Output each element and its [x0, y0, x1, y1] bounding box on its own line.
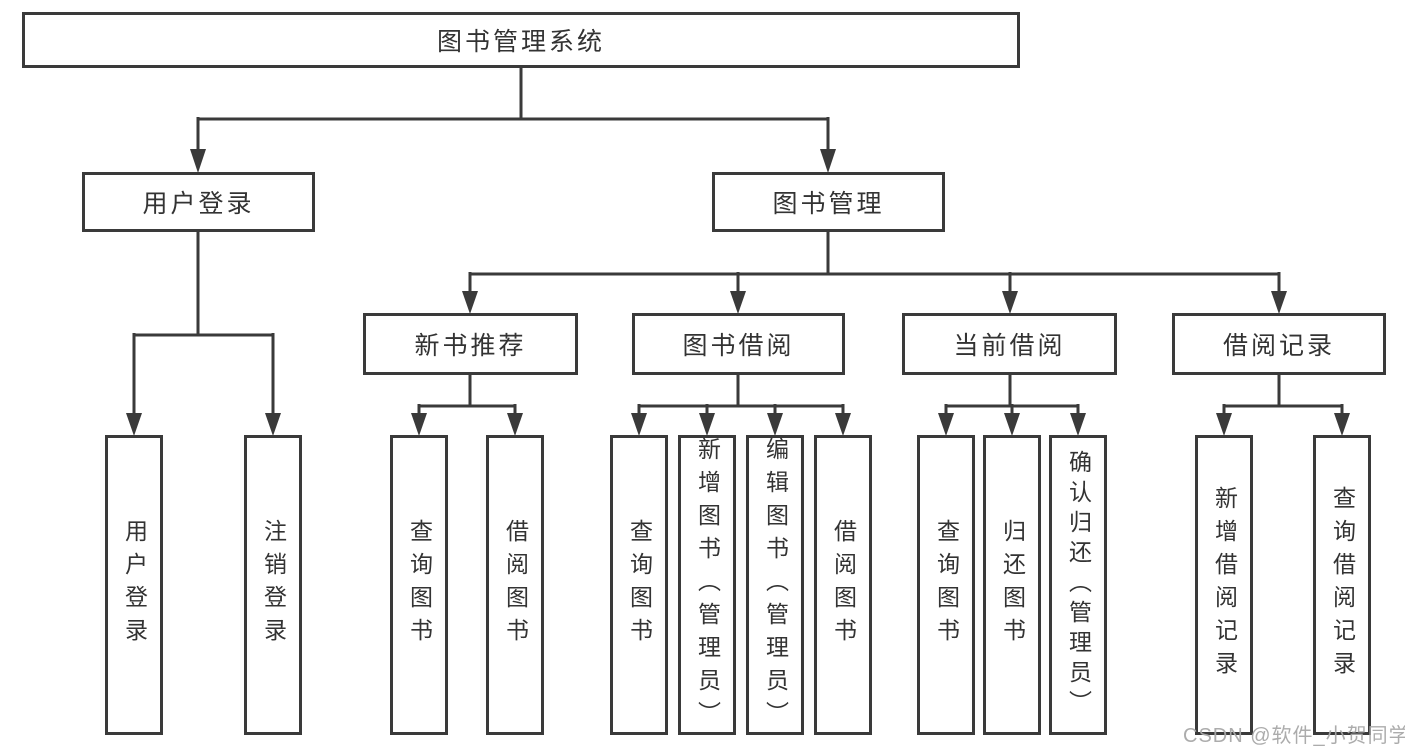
node-book-borrowing: 图书借阅: [632, 313, 845, 375]
node-current-borrowing: 当前借阅: [902, 313, 1117, 375]
node-borrow-records: 借阅记录: [1172, 313, 1386, 375]
node-user-login: 用户登录: [82, 172, 315, 232]
arrow-down-icons: [126, 149, 1350, 436]
node-label: 图书管理: [772, 190, 885, 218]
leaf-add-borrow-record: 新增借阅记录: [1195, 435, 1253, 735]
node-root-label: 图书管理系统: [436, 28, 605, 56]
leaf-label: 注销登录: [260, 519, 287, 651]
leaf-label: 确认归还（管理员）: [1065, 450, 1092, 720]
leaf-label: 编辑图书（管理员）: [762, 436, 789, 734]
leaf-label: 查询图书: [406, 519, 433, 651]
leaf-query-books-borrowing: 查询图书: [610, 435, 668, 735]
node-label: 用户登录: [142, 190, 255, 218]
leaf-label: 新增图书（管理员）: [694, 436, 721, 734]
csdn-watermark: CSDN @软件_小贺同学: [1183, 725, 1405, 747]
node-book-management: 图书管理: [712, 172, 945, 232]
leaf-borrow-books-recommend: 借阅图书: [486, 435, 544, 735]
leaf-edit-books-admin: 编辑图书（管理员）: [746, 435, 804, 735]
leaf-borrow-books: 借阅图书: [814, 435, 872, 735]
leaf-logout: 注销登录: [244, 435, 302, 735]
leaf-return-books: 归还图书: [983, 435, 1041, 735]
leaf-query-books-current: 查询图书: [917, 435, 975, 735]
leaf-query-books-recommend: 查询图书: [390, 435, 448, 735]
node-label: 当前借阅: [953, 332, 1066, 360]
leaf-label: 查询图书: [933, 519, 960, 651]
node-label: 借阅记录: [1222, 332, 1335, 360]
leaf-label: 查询图书: [626, 519, 653, 651]
leaf-add-books-admin: 新增图书（管理员）: [678, 435, 736, 735]
leaf-label: 用户登录: [121, 519, 148, 651]
leaf-label: 借阅图书: [830, 519, 857, 651]
leaf-confirm-return-admin: 确认归还（管理员）: [1049, 435, 1107, 735]
leaf-query-borrow-record: 查询借阅记录: [1313, 435, 1371, 735]
leaf-label: 查询借阅记录: [1329, 486, 1356, 684]
node-label: 新书推荐: [414, 332, 527, 360]
node-root-system: 图书管理系统: [22, 12, 1020, 68]
leaf-label: 新增借阅记录: [1211, 486, 1238, 684]
leaf-label: 归还图书: [999, 519, 1026, 651]
node-new-book-recommend: 新书推荐: [363, 313, 578, 375]
node-label: 图书借阅: [682, 332, 795, 360]
leaf-user-login: 用户登录: [105, 435, 163, 735]
leaf-label: 借阅图书: [502, 519, 529, 651]
